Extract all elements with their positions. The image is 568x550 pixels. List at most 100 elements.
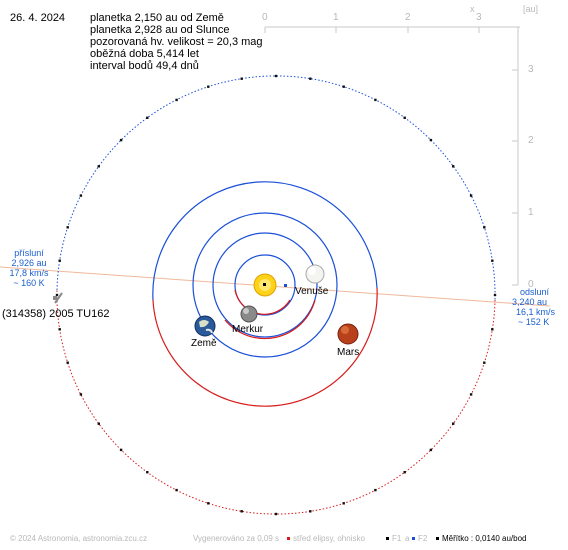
orbit-interval-point [119, 138, 123, 142]
orbit-interval-point [403, 471, 406, 474]
right-axis [512, 27, 519, 286]
date-label: 26. 4. 2024 [10, 12, 66, 24]
top-tick-label: 0 [262, 12, 268, 23]
info-magnitude: pozorovaná hv. velikost = 20,3 mag [90, 36, 263, 48]
asteroid-name-label: (314358) 2005 TU162 [2, 308, 110, 320]
mercury-orbit [234, 254, 296, 316]
orbit-interval-point [493, 293, 497, 297]
footer-scale: Měřítko : 0,0140 au/bod [442, 534, 527, 543]
legend-f2-marker [412, 537, 415, 540]
legend-scale-marker [436, 537, 439, 540]
orbit-interval-point [274, 512, 278, 516]
orbit-interval-point [58, 328, 61, 331]
info-distance-sun: planetka 2,928 au od Slunce [90, 24, 230, 36]
asteroid-orbit-points [55, 74, 497, 516]
perihelion-label: přísluní 2,926 au 17,8 km/s ~ 160 K [4, 248, 54, 288]
aphelion-title: odsluní [520, 287, 550, 297]
venus-orbit-segment [224, 299, 316, 340]
legend-f1-marker [386, 537, 389, 540]
earth-planet [194, 315, 216, 337]
orbit-interval-point [403, 116, 406, 119]
orbit-interval-point [469, 194, 473, 197]
orbit-interval-point [97, 165, 100, 168]
orbit-interval-point [55, 293, 59, 297]
orbit-interval-point [491, 259, 494, 262]
orbit-interval-point [429, 138, 433, 142]
venus-planet [305, 264, 325, 284]
orbit-interval-point [342, 85, 345, 88]
right-tick-label: 3 [528, 64, 534, 75]
mars-label: Mars [337, 347, 360, 358]
orbit-interval-point [483, 226, 486, 229]
orbit-interval-point [207, 502, 210, 505]
ellipse-center-marker [284, 284, 287, 287]
top-tick-label: 2 [405, 12, 411, 23]
venus-orbit [212, 232, 318, 338]
orbit-diagram [0, 26, 551, 540]
orbit-interval-point [79, 393, 83, 396]
orbit-interval-point [483, 361, 486, 364]
orbit-interval-point [146, 116, 149, 119]
perihelion-speed: 17,8 km/s [9, 268, 49, 278]
info-period: oběžná doba 5,414 let [90, 48, 199, 60]
orbit-interval-point [374, 488, 377, 492]
aphelion-temperature: ~ 152 K [518, 317, 550, 327]
asteroid-orbit-upper [56, 75, 496, 301]
orbit-interval-point [469, 393, 473, 396]
info-interval: interval bodů 49,4 dnů [90, 60, 199, 72]
orbit-interval-point [97, 422, 100, 425]
aphelion-label: odsluní 3,240 au 16,1 km/s ~ 152 K [508, 287, 568, 327]
right-tick-label: 0 [528, 279, 534, 290]
footer-legend-center: střed elipsy, ohnisko [293, 534, 365, 543]
mercury-label: Merkur [232, 324, 264, 335]
orbit-interval-point [175, 488, 178, 492]
footer-copyright: © 2024 Astronomia, astronomia.zcu.cz [10, 534, 148, 543]
orbit-interval-point [66, 361, 69, 364]
earth-label: Země [191, 338, 217, 349]
mercury-planet [240, 305, 258, 323]
top-tick-label: 3 [476, 12, 482, 23]
orbit-interval-point [309, 510, 312, 513]
perihelion-temperature: ~ 160 K [13, 278, 45, 288]
mars-orbit-upper [152, 181, 378, 301]
orbit-interval-point [207, 85, 210, 88]
footer-generated: Vygenerováno za 0,09 s [193, 534, 279, 543]
perihelion-distance: 2,926 au [11, 258, 47, 268]
sun [253, 273, 277, 297]
info-block: planetka 2,150 au od Země planetka 2,928… [90, 12, 263, 72]
footer-legend-f1: F1 [392, 534, 402, 543]
footer-legend-f2: F2 [418, 534, 428, 543]
orbit-interval-point [274, 74, 278, 78]
mercury-orbit-segment [234, 289, 291, 315]
orbit-interval-point [491, 328, 494, 331]
orbit-interval-point [342, 502, 345, 505]
axis-x-label: x [470, 4, 475, 14]
asteroid-marker [53, 292, 63, 304]
orbit-interval-point [240, 510, 243, 513]
top-tick-label: 1 [333, 12, 339, 23]
aphelion-distance: 3,240 au [512, 297, 548, 307]
legend-center-marker [287, 537, 290, 540]
orbit-interval-point [374, 98, 377, 102]
orbit-interval-point [58, 259, 61, 262]
orbit-interval-point [79, 194, 83, 197]
info-distance-earth: planetka 2,150 au od Země [90, 12, 224, 24]
orbit-interval-point [119, 448, 123, 452]
perihelion-title: přísluní [14, 248, 44, 258]
asteroid-orbit-lower [56, 289, 496, 515]
orbit-interval-point [429, 448, 433, 452]
venus-label: Venuše [295, 286, 329, 297]
axis-unit-label: [au] [523, 4, 539, 14]
orbit-interval-point [452, 422, 455, 425]
top-axis [264, 26, 520, 33]
orbit-interval-point [240, 77, 243, 80]
orbit-interval-point [452, 165, 455, 168]
right-tick-label: 2 [528, 135, 534, 146]
orbit-interval-point [146, 471, 149, 474]
orbit-interval-point [66, 226, 69, 229]
mars-orbit-lower [152, 287, 378, 407]
orbit-interval-point [309, 77, 312, 80]
mars-planet [337, 323, 359, 345]
right-tick-label: 1 [528, 207, 534, 218]
aphelion-speed: 16,1 km/s [516, 307, 556, 317]
